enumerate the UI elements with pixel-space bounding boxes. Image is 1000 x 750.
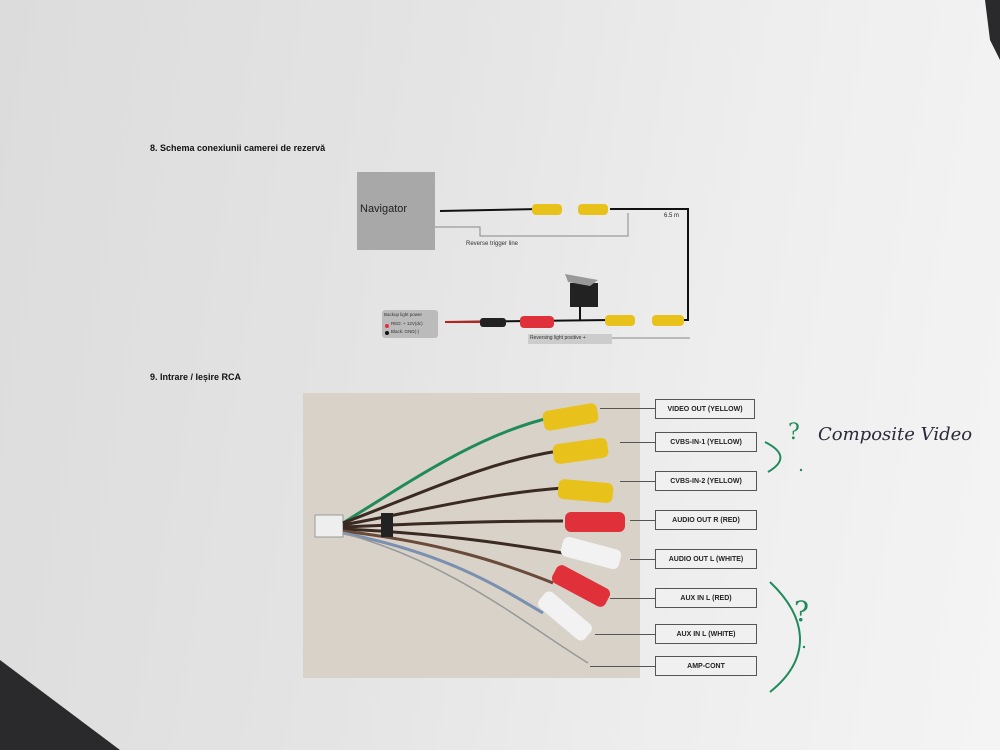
label-aux-in-white: AUX IN L (WHITE) <box>655 624 757 644</box>
label-audio-out-l: AUDIO OUT L (WHITE) <box>655 549 757 569</box>
camera-icon <box>570 283 598 307</box>
power-plug-red <box>520 316 554 328</box>
section-9-heading: 9. Intrare / Ieșire RCA <box>150 372 242 382</box>
section-8-heading: 8. Schema conexiunii camerei de rezervă <box>150 143 326 153</box>
reversing-label: Reversing light positive + <box>530 335 586 341</box>
rca-plug-yellow <box>605 315 635 326</box>
label-amp-cont: AMP-CONT <box>655 656 757 676</box>
label-aux-in-red: AUX IN L (RED) <box>655 588 757 608</box>
handwritten-note-composite: Composite Video <box>818 424 973 445</box>
navigator-box <box>357 172 435 250</box>
trigger-label: Reverse trigger line <box>466 241 519 247</box>
label-cvbs-in-1: CVBS-IN-1 (YELLOW) <box>655 432 757 452</box>
label-cvbs-in-2: CVBS-IN-2 (YELLOW) <box>655 471 757 491</box>
handwritten-question: ? <box>794 595 810 628</box>
power-title: Backup light power <box>384 312 423 317</box>
label-video-out: VIDEO OUT (YELLOW) <box>655 399 755 419</box>
rca-plug-yellow <box>578 204 608 215</box>
rca-plug-yellow <box>652 315 684 326</box>
power-plug-black <box>480 318 506 327</box>
power-black: Black: GND(-) <box>391 329 419 334</box>
label-audio-out-r: AUDIO OUT R (RED) <box>655 510 757 530</box>
power-red: RED: + 12V(dc) <box>391 321 423 326</box>
trigger-line <box>435 213 629 237</box>
length-label: 6.5 m <box>664 213 680 219</box>
rca-harness-photo <box>303 393 640 678</box>
navigator-label: Navigator <box>360 203 408 215</box>
rca-plug-yellow <box>532 204 562 215</box>
